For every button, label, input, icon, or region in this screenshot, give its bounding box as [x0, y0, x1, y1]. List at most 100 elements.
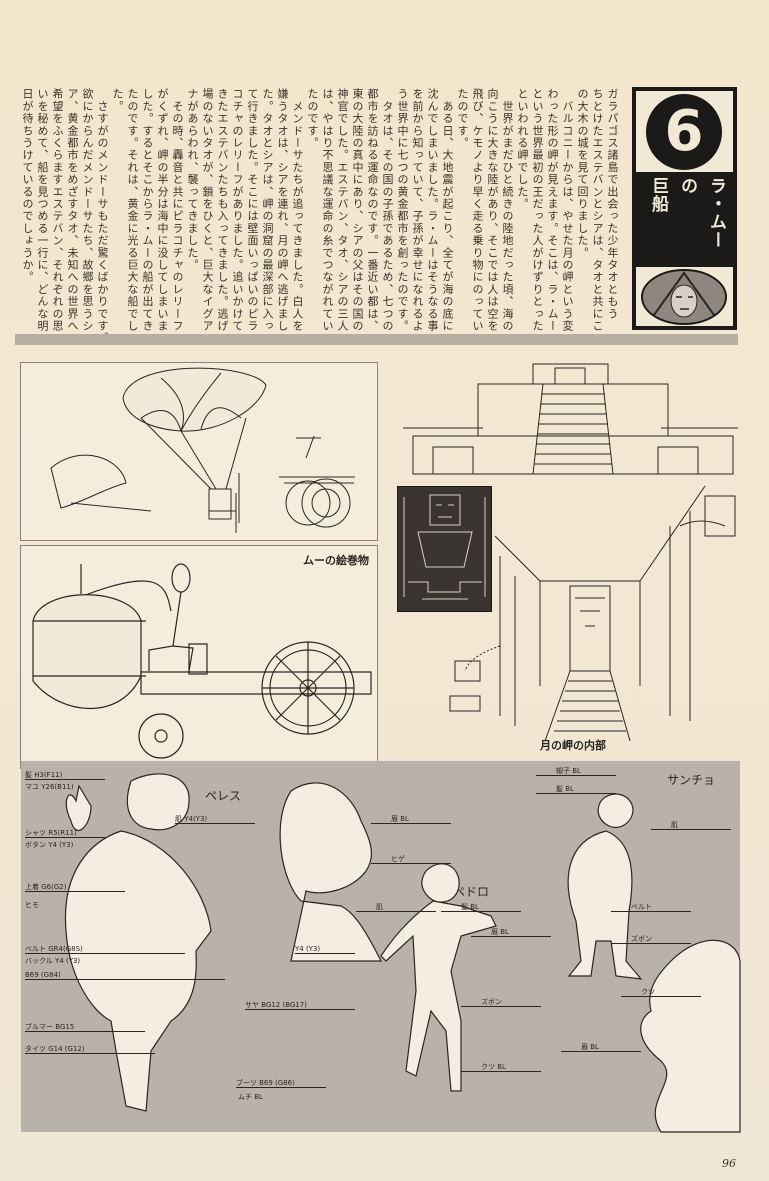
color-annotation: 肌 — [671, 821, 678, 829]
color-annotation: ズボン — [481, 998, 502, 1006]
character-drawings — [21, 761, 740, 1132]
text-column: ちとけたエステバンとシアは、タオと共にこ — [591, 88, 604, 332]
text-column: タオは、その国の子孫であるため、七つの — [381, 88, 394, 332]
medallion-panel — [636, 267, 733, 326]
page-number: 96 — [722, 1157, 736, 1170]
character-model-sheet: ペレス ペドロ サンチョ 髪 H3(F11)マユ Y26(B11)肌 Y4(Y3… — [21, 761, 740, 1132]
text-column: 世界がまだひと続きの陸地だった頃、海の — [501, 88, 514, 332]
text-column: さすがのメンドーサもただ驚くばかりです。 — [96, 88, 109, 345]
color-annotation: 帽子 BL — [556, 767, 581, 775]
leader-line — [25, 1053, 155, 1054]
color-annotation: B69 (G84) — [25, 971, 61, 979]
text-column: という世界最初の王だった人がけずりとった — [531, 88, 544, 332]
text-column: たのです。 — [306, 88, 319, 149]
color-annotation: ベルト — [631, 903, 652, 911]
section-divider — [15, 334, 738, 345]
text-column: 東の大陸の真中にあり、シアの父はその国の — [351, 88, 364, 332]
text-column: その時、轟音と共にピラコチャのレリーフ — [171, 88, 184, 332]
color-annotation: クツ — [641, 988, 655, 996]
leader-line — [461, 1071, 541, 1072]
color-annotation: ブルマー BG15 — [25, 1023, 75, 1031]
leader-line — [25, 979, 225, 980]
leader-line — [25, 1031, 145, 1032]
color-annotation: 髪 H3(F11) — [25, 771, 63, 779]
cape-interior-drawing — [440, 486, 740, 741]
color-annotation: ズボン — [631, 935, 652, 943]
color-annotation: 髪 BL — [556, 785, 574, 793]
mu-scroll-caption: ムーの絵巻物 — [303, 554, 369, 567]
leader-line — [651, 829, 731, 830]
text-column: 嫌うタオは、シアを連れ、月の岬へ逃げまし — [276, 88, 289, 332]
title-line: 巨船 — [648, 177, 668, 213]
leader-line — [25, 891, 125, 892]
title-line: の — [677, 177, 697, 195]
leader-line — [621, 996, 701, 997]
leader-line — [245, 1009, 355, 1010]
text-column: た。 — [111, 88, 124, 113]
color-annotation: ベルト GR4(G8S) — [25, 945, 83, 953]
chapter-title-box: 6 ラ・ムー の 巨船 — [632, 87, 737, 330]
color-annotation: ブーツ B69 (G86) — [236, 1079, 295, 1087]
text-column: は、やはり不思議な運命の糸でつながれてい — [321, 88, 334, 332]
pirakocha-relief-inset — [397, 486, 492, 612]
text-column: 都市を訪ねる運命なのです。一番近い都は、 — [366, 88, 379, 332]
leader-line — [236, 1087, 326, 1088]
flying-machines-drawing — [21, 363, 377, 540]
perez-figure — [127, 774, 189, 830]
text-column: 場のないタオが、鎖をひくと、巨大なイグア — [201, 88, 214, 332]
color-annotation: 上着 G6(G2) — [25, 883, 67, 891]
color-annotation: 肌 — [376, 903, 383, 911]
text-column: 日が待ちうけているのでしょうか。 — [21, 88, 34, 284]
color-annotation: サヤ BG12 (BG17) — [245, 1001, 307, 1009]
color-annotation: ムチ BL — [238, 1093, 263, 1101]
leader-line — [175, 823, 255, 824]
temple-exterior-drawing — [403, 362, 738, 480]
text-column: ア、黄金都市をめざすタオ、未知への世界へ — [66, 88, 79, 332]
character-name-sancho: サンチョ — [667, 773, 716, 787]
color-annotation: 眉 BL — [391, 815, 409, 823]
leader-line — [371, 863, 451, 864]
closeup-face — [641, 940, 740, 1132]
text-column: 神官でした。エステバン、タオ、シアの三人 — [336, 88, 349, 332]
chapter-title: ラ・ムー の 巨船 — [640, 177, 730, 263]
leader-line — [371, 823, 451, 824]
color-annotation: Y4 (Y3) — [295, 945, 321, 953]
text-column: 飛び、ケモノより早く走る乗り物にのってい — [471, 88, 484, 332]
text-column: 向こうに大きな陸があり、そこでは人は空を — [486, 88, 499, 332]
leader-line — [611, 911, 691, 912]
text-column: た。タオとシアは、岬の洞窟の最深部に入っ — [261, 88, 274, 332]
text-column: きたエステバンたちも入ってきました。逃げ — [216, 88, 229, 332]
leader-line — [536, 793, 616, 794]
text-column: の大木の城を見て回りました。 — [576, 88, 589, 259]
character-name-pedro: ペドロ — [453, 885, 490, 899]
chapter-number: 6 — [646, 94, 722, 170]
leader-line — [471, 936, 551, 937]
text-column: メンドーサたちが追ってきました。白人を — [291, 88, 304, 332]
leader-line — [295, 953, 355, 954]
text-column: 沈んでしまいました。ラ・ムーはそうなる事 — [426, 88, 439, 332]
leader-line — [561, 1051, 641, 1052]
article-body: ガラパゴス諸島で出会った少年タオともうちとけたエステバンとシアは、タオと共にこの… — [17, 88, 620, 345]
color-annotation: マユ Y26(B11) — [25, 783, 74, 791]
flying-machines-illustration — [20, 362, 378, 541]
leader-line — [25, 779, 105, 780]
text-column: ガラパゴス諸島で出会った少年タオともう — [606, 88, 619, 320]
color-annotation: タイツ G14 (G12) — [25, 1045, 85, 1053]
text-column: バルコニーからは、やせた月の岬という変 — [561, 88, 574, 332]
leader-line — [25, 837, 105, 838]
text-column: たのです。 — [456, 88, 469, 149]
color-annotation: ヒモ — [25, 901, 39, 909]
text-column: ある日、大地震が起こり、全てが海の底に — [441, 88, 454, 332]
text-column: コチャのレリーフがありました。追いかけて — [231, 88, 244, 332]
color-annotation: シャツ R5(R11) — [25, 829, 77, 837]
text-column: がくずれ、岬の半分は海中に没してしまいま — [156, 88, 169, 332]
text-column: した。するとそこからラ・ムーの船が出てき — [141, 88, 154, 332]
leader-line — [356, 911, 436, 912]
text-column: う世界中に七つの黄金都市を創ったのです。 — [396, 88, 409, 332]
color-annotation: ボタン Y4 (Y3) — [25, 841, 74, 849]
ra-mu-face-medallion — [636, 267, 733, 326]
color-annotation: クツ BL — [481, 1063, 506, 1071]
color-annotation: 肌 Y4(Y3) — [175, 815, 208, 823]
text-column: いを秘めて、船を見つめる一行に、どんな明 — [36, 88, 49, 332]
leader-line — [441, 911, 521, 912]
